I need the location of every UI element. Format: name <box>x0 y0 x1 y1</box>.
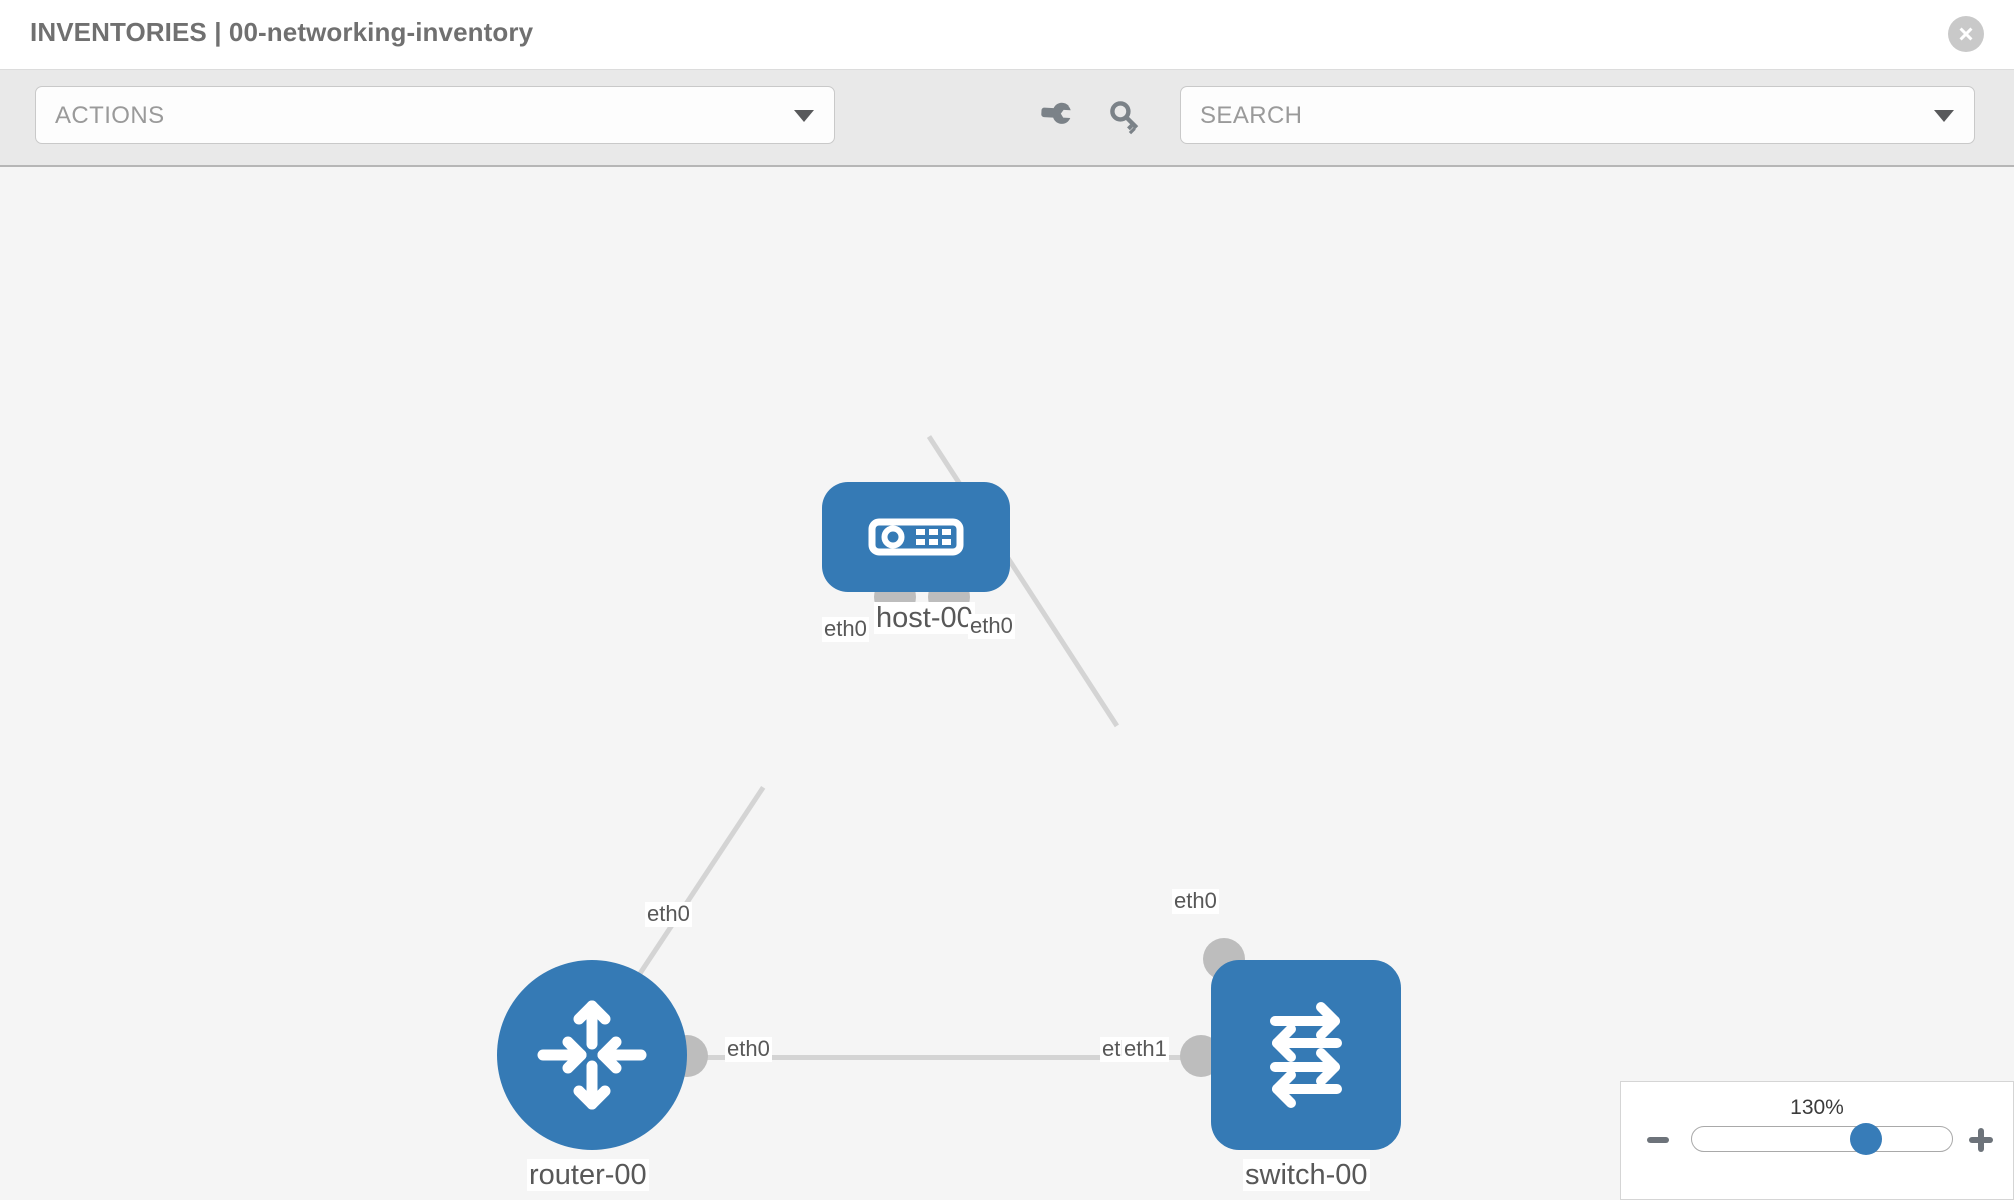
node-switch-00-shape[interactable] <box>1211 960 1401 1150</box>
search-placeholder: SEARCH <box>1200 102 1303 129</box>
close-button[interactable] <box>1948 16 1984 52</box>
server-icon <box>868 518 964 556</box>
wrench-button[interactable] <box>1037 96 1077 136</box>
zoom-slider-thumb[interactable] <box>1850 1123 1882 1155</box>
if-label-router-right: eth0 <box>725 1036 772 1062</box>
if-label-host-left: eth0 <box>822 616 869 642</box>
link-router00-switch00[interactable] <box>665 1055 1225 1060</box>
switch-icon <box>1270 1002 1342 1108</box>
page-title: INVENTORIES | 00-networking-inventory <box>30 17 534 47</box>
zoom-control-panel: 130% <box>1620 1081 2014 1200</box>
page-header: INVENTORIES | 00-networking-inventory <box>0 0 2014 69</box>
actions-dropdown[interactable]: ACTIONS <box>35 86 835 144</box>
actions-dropdown-label: ACTIONS <box>55 102 165 129</box>
wrench-icon <box>1041 102 1071 124</box>
zoom-slider[interactable] <box>1691 1123 1953 1155</box>
topology-canvas[interactable]: host-00 <box>0 167 2014 1200</box>
zoom-out-button[interactable] <box>1647 1137 1669 1143</box>
chevron-down-icon <box>794 110 814 122</box>
node-router-00-label: router-00 <box>527 1159 649 1192</box>
router-icon <box>537 1000 647 1110</box>
if-label-router-up: eth0 <box>645 901 692 927</box>
node-host-00-shape[interactable] <box>822 482 1010 592</box>
topology-graph: host-00 <box>0 167 2014 1200</box>
toolbar: ACTIONS SEARCH <box>0 69 2014 167</box>
node-switch-00-label: switch-00 <box>1243 1159 1370 1192</box>
key-icon <box>1110 101 1139 135</box>
if-label-switch-up: eth0 <box>1172 888 1219 914</box>
node-router-00-shape[interactable] <box>497 960 687 1150</box>
zoom-level-value: 130% <box>1790 1096 1844 1119</box>
node-host-00-label: host-00 <box>874 602 975 635</box>
zoom-in-button[interactable] <box>1969 1128 1993 1152</box>
search-input[interactable]: SEARCH <box>1180 86 1975 144</box>
if-label-switch-left-b: eth1 <box>1122 1036 1169 1062</box>
chevron-down-icon <box>1934 110 1954 122</box>
close-icon <box>1959 27 1973 41</box>
if-label-host-right: eth0 <box>968 613 1015 639</box>
key-button[interactable] <box>1105 96 1145 136</box>
